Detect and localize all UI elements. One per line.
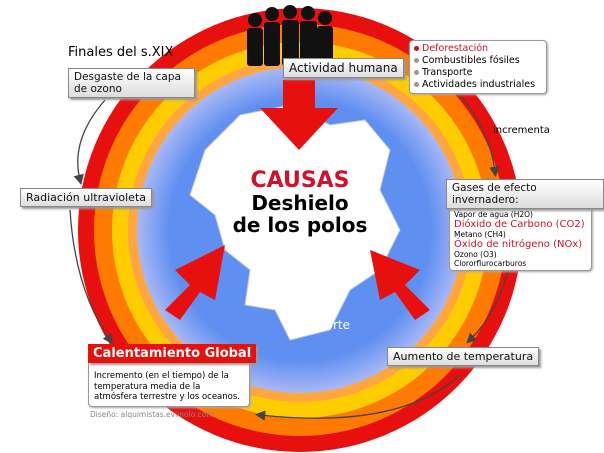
bullet-icon bbox=[414, 46, 419, 51]
aumento-label: Aumento de temperatura bbox=[387, 347, 540, 366]
activity-item: Actividades industriales bbox=[414, 79, 542, 91]
causas-title: CAUSAS bbox=[250, 168, 350, 193]
left-arrow bbox=[165, 245, 225, 320]
era-label: Finales del s.XIX bbox=[68, 45, 174, 60]
title-line2: de los polos bbox=[232, 213, 368, 237]
arrow-aumento-calentamiento bbox=[254, 374, 461, 421]
calentamiento-desc: Incremento (en el tiempo) de la temperat… bbox=[88, 360, 250, 407]
actividad-label: Actividad humana bbox=[283, 58, 404, 78]
arrow-desgaste-radiacion bbox=[73, 99, 106, 186]
bullet-icon bbox=[414, 70, 419, 75]
gas-item: Óxido de nitrógeno (NOx) bbox=[454, 239, 583, 250]
incrementa-label: incrementa bbox=[493, 125, 550, 136]
activities-list: Deforestación Combustibles fósiles Trans… bbox=[409, 40, 547, 94]
gas-item: Metano (CH4) bbox=[454, 230, 506, 239]
arrow-gases-aumento bbox=[466, 261, 511, 344]
arrow-radiacion-calentamiento bbox=[69, 209, 113, 345]
activity-item: Deforestación bbox=[414, 43, 542, 55]
arctic-landmass bbox=[189, 104, 401, 341]
title-line1: Deshielo bbox=[251, 191, 349, 215]
activity-item: Transporte bbox=[414, 67, 542, 79]
gas-item: Ozono (O3) bbox=[454, 250, 497, 259]
gas-item: Dióxido de Carbono (CO2) bbox=[454, 219, 585, 230]
gases-title: Gases de efecto invernadero: bbox=[446, 179, 604, 209]
desgaste-label: Desgaste de la capa de ozono bbox=[68, 68, 195, 98]
arrow-actividad-gases bbox=[459, 94, 500, 178]
bullet-icon bbox=[414, 58, 419, 63]
gas-item: Clororflurocarburos bbox=[454, 259, 527, 268]
down-arrow bbox=[260, 80, 338, 150]
gas-item: Vapor de agua (H2O) bbox=[454, 210, 533, 219]
credit: Diseño: alquimistas.evilnolo.com bbox=[90, 410, 214, 419]
bullet-icon bbox=[414, 82, 419, 87]
main-title: CAUSAS Deshielo de los polos bbox=[224, 168, 376, 237]
people-silhouettes bbox=[247, 5, 333, 66]
calentamiento-title: Calentamiento Global bbox=[88, 344, 257, 363]
radiacion-label: Radiación ultravioleta bbox=[20, 188, 153, 207]
polo-norte-label: Polo Norte bbox=[288, 318, 350, 332]
right-arrow bbox=[370, 250, 430, 320]
activity-item: Combustibles fósiles bbox=[414, 55, 542, 67]
